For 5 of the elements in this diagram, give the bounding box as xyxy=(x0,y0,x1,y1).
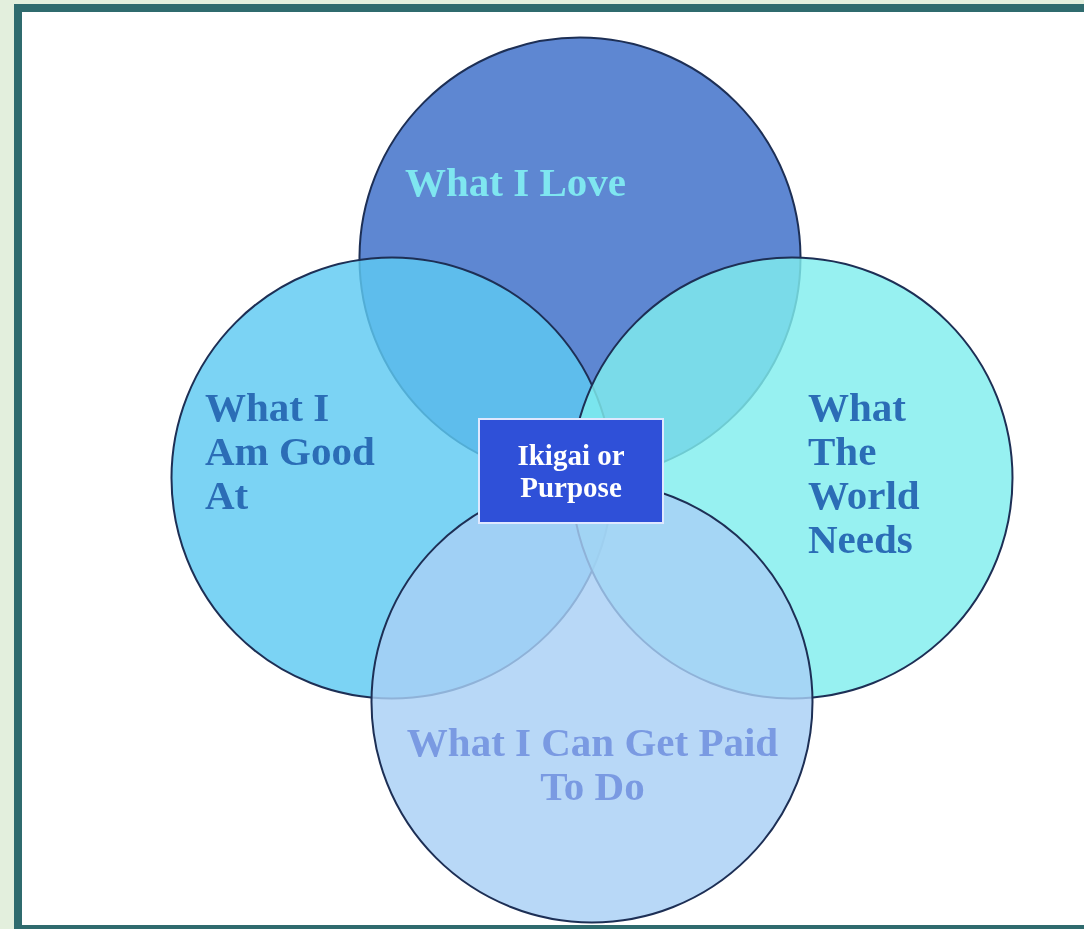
circle-label: What The World Needs xyxy=(808,385,921,561)
circle-label: What I Love xyxy=(405,160,627,204)
purpose-box: Ikigai or Purpose xyxy=(478,418,664,524)
circle-label: What I Am Good At xyxy=(205,385,375,517)
circle-label: What I Can Get Paid To Do xyxy=(405,720,780,808)
